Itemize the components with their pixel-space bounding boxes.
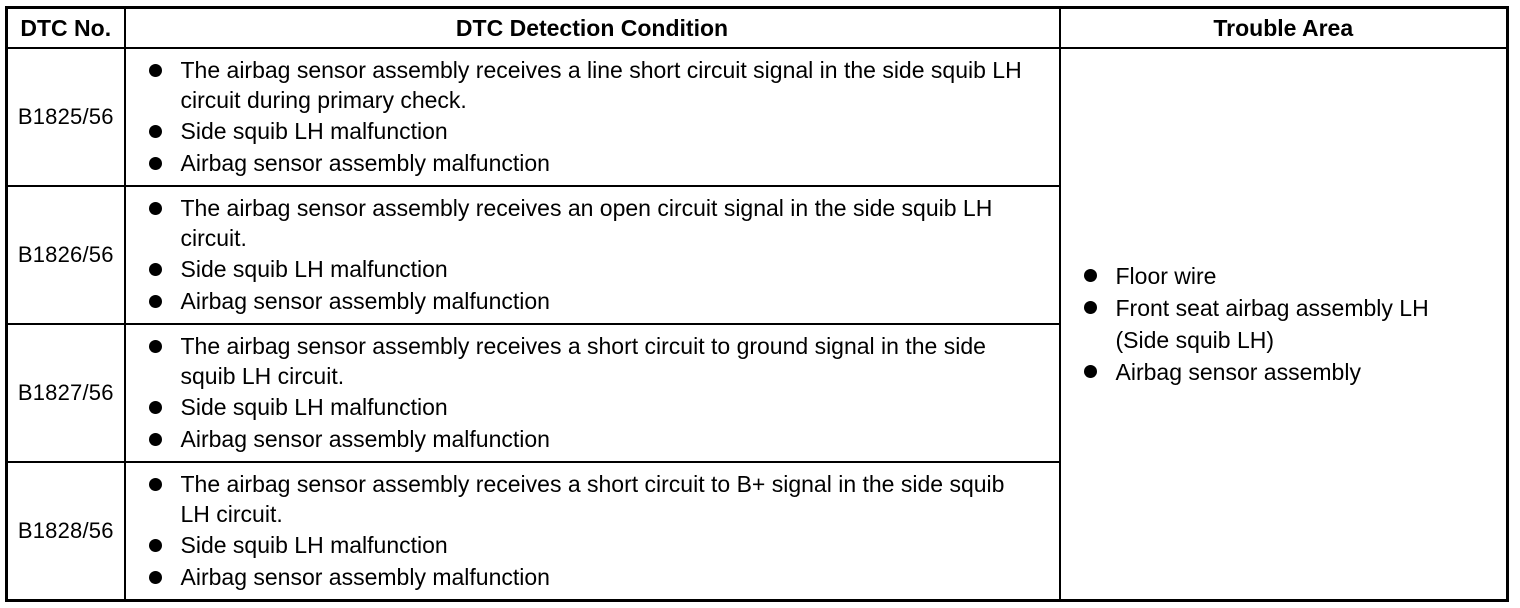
condition-text: The airbag sensor assembly receives a li… [180,57,1022,113]
list-item: Side squib LH malfunction [144,254,1039,285]
bullet-icon [1083,269,1097,282]
detection-condition-cell: The airbag sensor assembly receives a sh… [123,323,1061,463]
list-item: Front seat airbag assembly LH (Side squi… [1079,292,1487,356]
bullet-icon [148,401,162,414]
trouble-area-list: Floor wire Front seat airbag assembly LH… [1061,260,1507,388]
list-item: Airbag sensor assembly malfunction [144,148,1039,179]
bullet-icon [148,202,162,215]
dtc-code: B1827/56 [5,323,126,463]
condition-text: The airbag sensor assembly receives a sh… [180,471,1005,527]
dtc-code: B1826/56 [5,185,126,325]
condition-text: Side squib LH malfunction [180,532,448,558]
condition-text: Side squib LH malfunction [180,256,448,282]
detection-condition-cell: The airbag sensor assembly receives an o… [123,185,1061,325]
list-item: Side squib LH malfunction [144,116,1039,147]
list-item: Airbag sensor assembly malfunction [144,562,1039,593]
trouble-area-text: Floor wire [1115,263,1217,289]
bullet-icon [148,433,162,446]
header-dtc-no: DTC No. [5,6,126,49]
list-item: Side squib LH malfunction [144,530,1039,561]
bullet-icon [148,64,162,77]
trouble-area-text: Airbag sensor assembly [1115,359,1361,385]
bullet-icon [148,478,162,491]
header-row: DTC No. DTC Detection Condition Trouble … [5,6,1509,49]
bullet-icon [148,263,162,276]
condition-text: The airbag sensor assembly receives an o… [180,195,993,251]
list-item: Side squib LH malfunction [144,392,1039,423]
dtc-code: B1825/56 [5,47,126,187]
condition-text: Side squib LH malfunction [180,118,448,144]
table-row: B1828/56 The airbag sensor assembly rece… [5,461,1508,602]
table-row: B1827/56 The airbag sensor assembly rece… [5,323,1508,463]
table-row: B1826/56 The airbag sensor assembly rece… [5,185,1508,325]
condition-list: The airbag sensor assembly receives a sh… [126,463,1059,596]
list-item: The airbag sensor assembly receives an o… [144,193,1039,253]
bullet-icon [148,340,162,353]
bullet-icon [1083,301,1097,314]
list-item: The airbag sensor assembly receives a sh… [144,469,1039,529]
detection-condition-cell: The airbag sensor assembly receives a sh… [123,461,1061,602]
bullet-icon [148,295,162,308]
bullet-icon [148,539,162,552]
trouble-area-text: Front seat airbag assembly LH (Side squi… [1115,295,1429,353]
bullet-icon [148,125,162,138]
condition-text: Side squib LH malfunction [180,394,448,420]
bullet-icon [148,157,162,170]
condition-text: Airbag sensor assembly malfunction [180,288,550,314]
header-detection-condition: DTC Detection Condition [123,6,1061,49]
list-item: Airbag sensor assembly malfunction [144,424,1039,455]
condition-list: The airbag sensor assembly receives an o… [126,187,1059,320]
bullet-icon [1083,365,1097,378]
list-item: The airbag sensor assembly receives a sh… [144,331,1039,391]
header-trouble-area: Trouble Area [1058,6,1509,49]
list-item: Floor wire [1079,260,1487,292]
condition-list: The airbag sensor assembly receives a li… [126,49,1059,182]
table-row: B1825/56 The airbag sensor assembly rece… [5,47,1509,602]
condition-text: Airbag sensor assembly malfunction [180,426,550,452]
list-item: Airbag sensor assembly [1079,356,1487,388]
list-item: The airbag sensor assembly receives a li… [144,55,1039,115]
condition-text: Airbag sensor assembly malfunction [180,150,550,176]
condition-text: The airbag sensor assembly receives a sh… [180,333,986,389]
condition-list: The airbag sensor assembly receives a sh… [126,325,1059,458]
list-item: Airbag sensor assembly malfunction [144,286,1039,317]
trouble-area-cell: Floor wire Front seat airbag assembly LH… [1058,47,1509,602]
detection-condition-cell: The airbag sensor assembly receives a li… [123,47,1061,187]
bullet-icon [148,571,162,584]
condition-text: Airbag sensor assembly malfunction [180,564,550,590]
dtc-code: B1828/56 [5,461,126,602]
dtc-table: DTC No. DTC Detection Condition Trouble … [5,6,1509,602]
